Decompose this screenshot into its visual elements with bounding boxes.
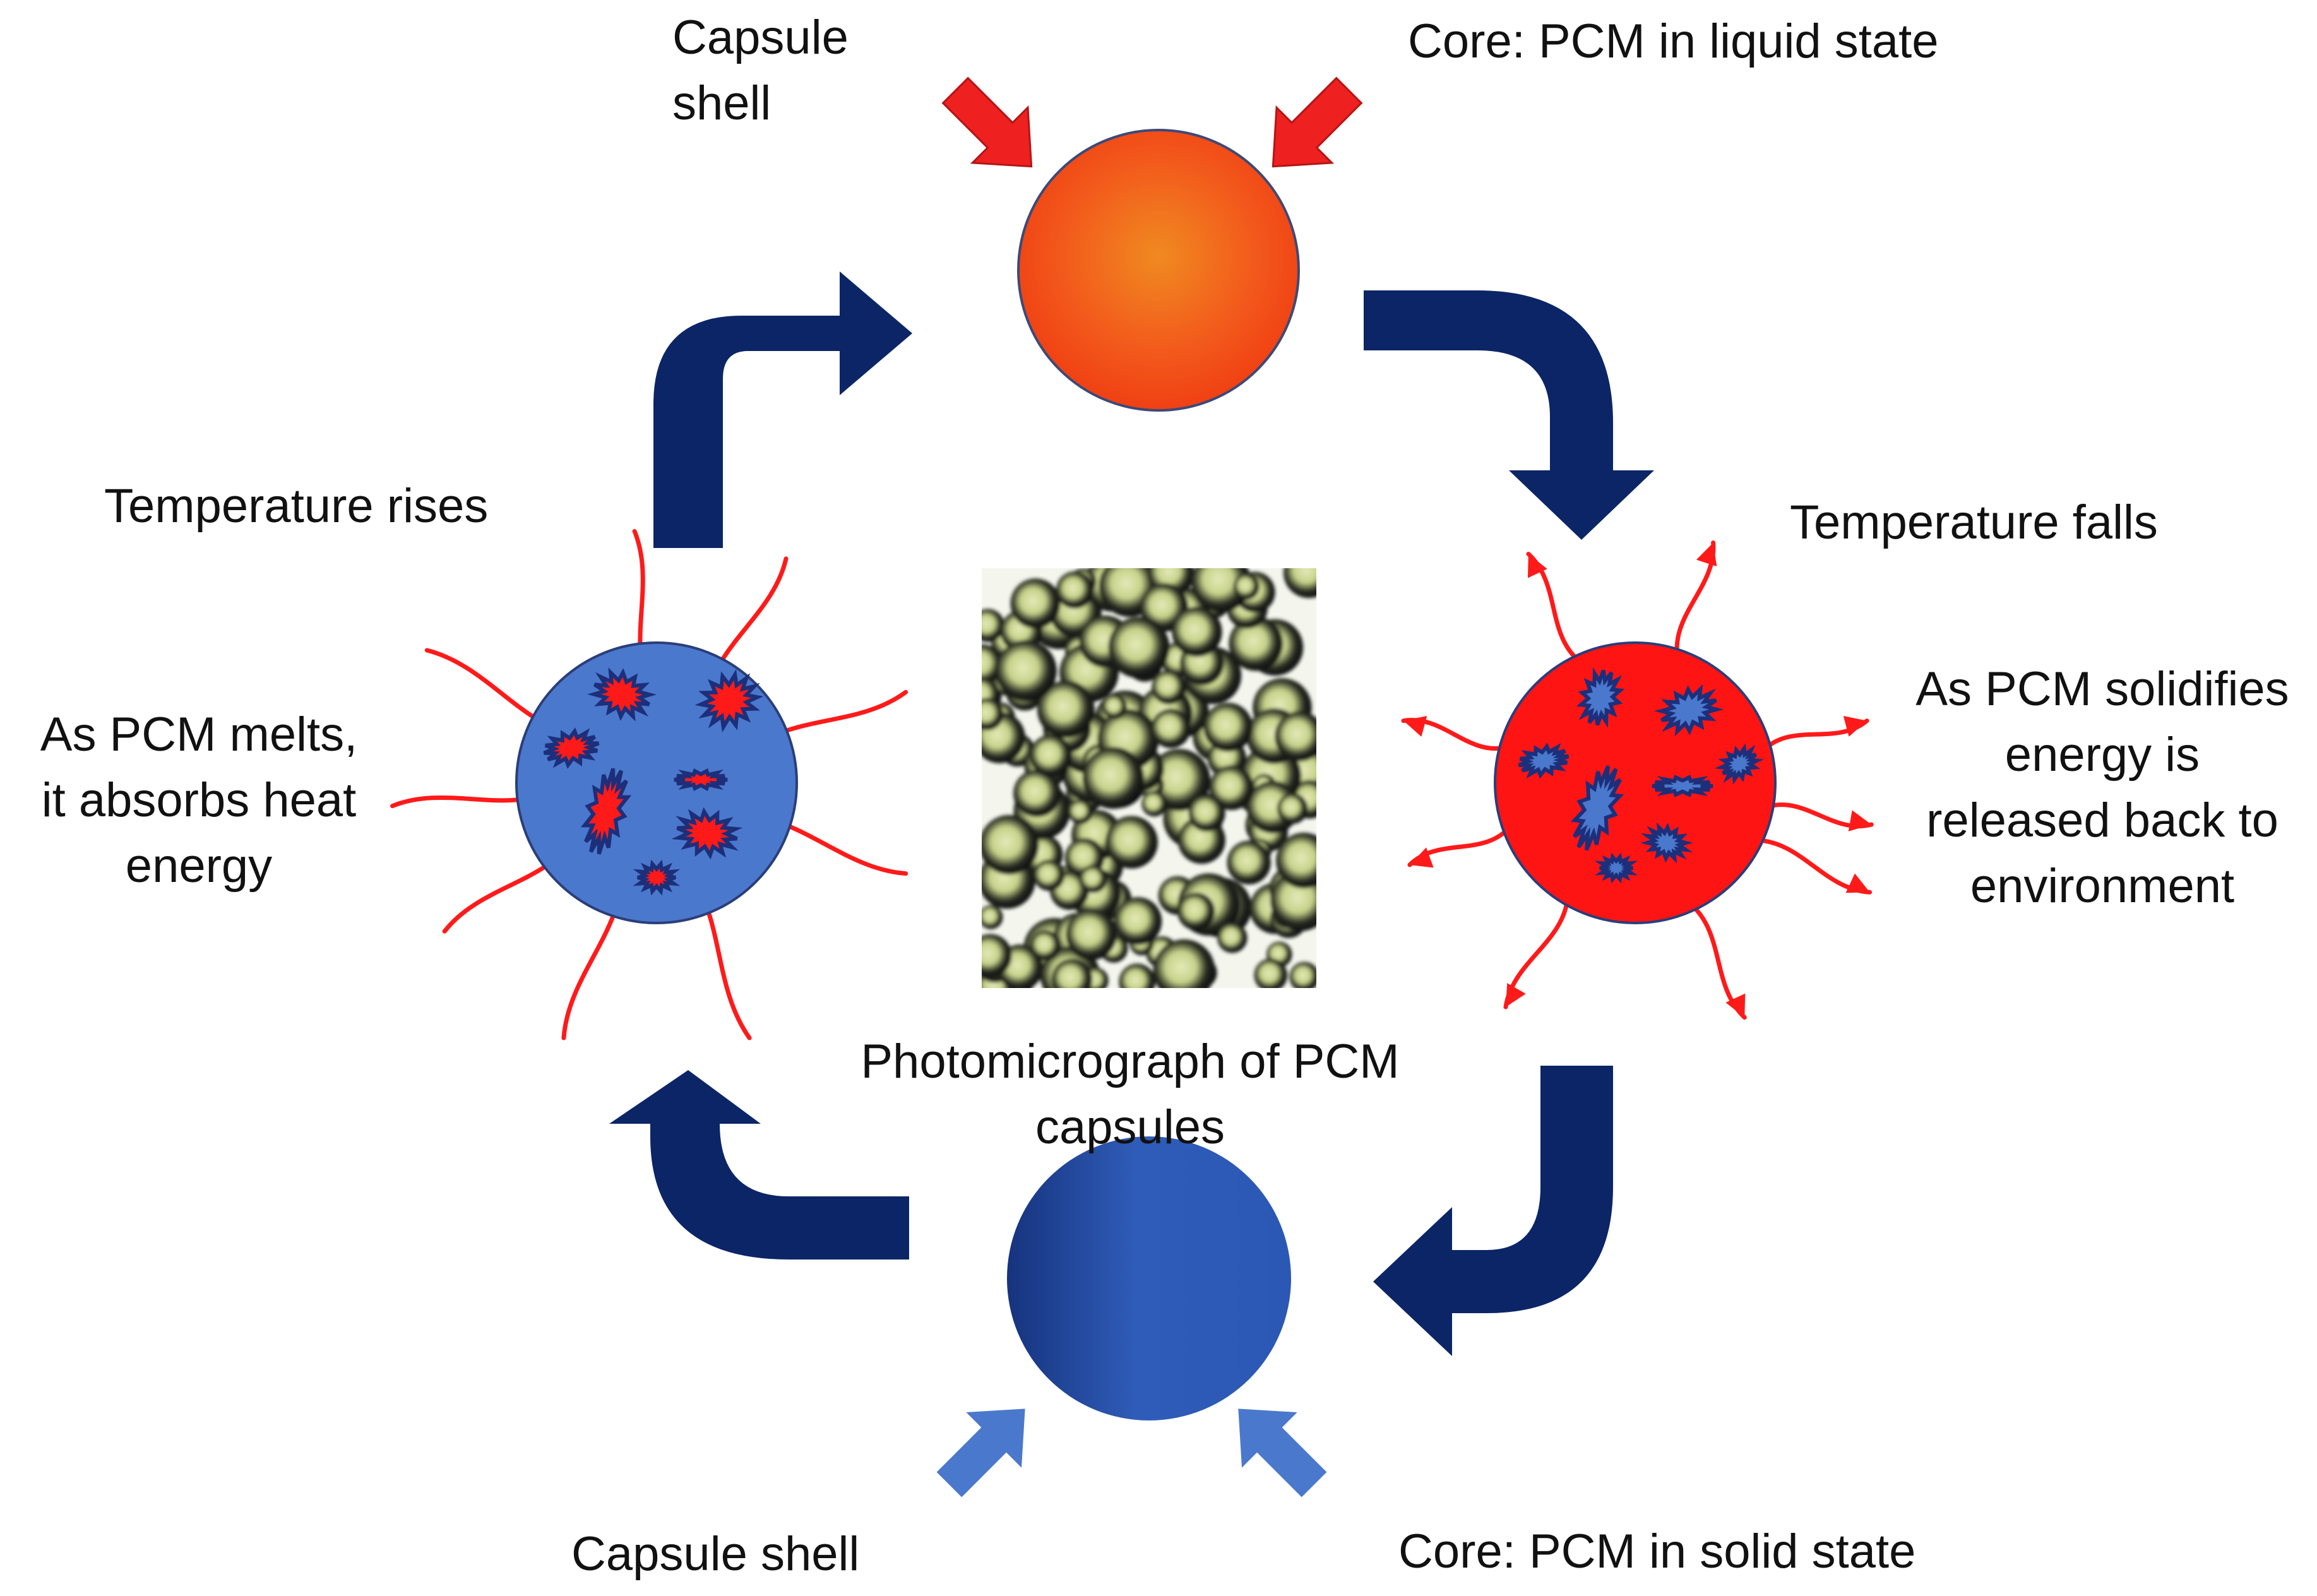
heat-arrowhead — [1506, 983, 1526, 1008]
heat-arrowhead — [1527, 554, 1547, 578]
photomicrograph-caption: Photomicrograph of PCM capsules — [861, 1035, 1400, 1154]
liquid-pcm-capsule — [1017, 129, 1300, 412]
pcm-particle — [580, 768, 632, 855]
core-pointer-arrow-blue-right — [1238, 1408, 1327, 1498]
pcm-particle — [587, 667, 657, 722]
solidifying-description: As PCM solidifies energy is released bac… — [1915, 662, 2289, 913]
heat-arrowhead — [1725, 993, 1746, 1018]
cycle-arrow-bottom-right — [1373, 1066, 1613, 1356]
bottom-capsule-shell-label: Capsule shell — [571, 1527, 860, 1581]
core-pointer-arrow-red-right — [1272, 76, 1363, 168]
heat-release-arrows — [1401, 540, 1874, 1020]
pcm-particle — [671, 807, 743, 860]
temperature-rises-label: Temperature rises — [104, 479, 489, 533]
molten-pcm-particles — [543, 667, 764, 896]
melting-capsule — [390, 529, 908, 1040]
pcm-particle — [633, 859, 681, 896]
solid-pcm-capsule — [1007, 1136, 1291, 1420]
pcm-particle — [1652, 775, 1713, 797]
heat-arrowhead — [1696, 542, 1717, 567]
photomicrograph-image — [941, 554, 1357, 1003]
heat-arrowhead — [1845, 873, 1870, 893]
solidifying-capsule — [1401, 540, 1874, 1020]
temperature-falls-label: Temperature falls — [1790, 496, 2158, 549]
shell-pointer-arrow-red-left — [941, 76, 1033, 168]
pcm-particle — [1714, 743, 1765, 785]
pcm-particle — [674, 768, 728, 791]
solid-pcm-particles — [1518, 667, 1765, 884]
cycle-arrow-top-left — [653, 271, 912, 548]
pcm-particle — [694, 669, 764, 733]
top-core-label: Core: PCM in liquid state — [1408, 15, 1939, 68]
pcm-particle — [1594, 852, 1638, 884]
heat-arrowhead — [1409, 847, 1434, 868]
pcm-particle — [1518, 742, 1569, 779]
pcm-particle — [1570, 765, 1624, 851]
top-capsule-shell-label: Capsule shell — [672, 11, 849, 130]
bottom-core-label: Core: PCM in solid state — [1398, 1525, 1916, 1578]
pcm-particle — [1576, 667, 1625, 729]
melting-description: As PCM melts, it absorbs heat energy — [40, 708, 358, 893]
heat-arrowhead — [1848, 810, 1872, 831]
shell-pointer-arrow-blue-left — [936, 1408, 1025, 1498]
cycle-arrow-bottom-left — [609, 1070, 909, 1260]
heat-arrowhead — [1403, 716, 1427, 737]
pcm-particle — [1640, 822, 1693, 864]
pcm-particle — [1653, 684, 1724, 737]
pcm-particle — [543, 727, 600, 769]
heat-arrowhead — [1843, 716, 1867, 737]
cycle-arrow-top-right — [1364, 290, 1654, 540]
